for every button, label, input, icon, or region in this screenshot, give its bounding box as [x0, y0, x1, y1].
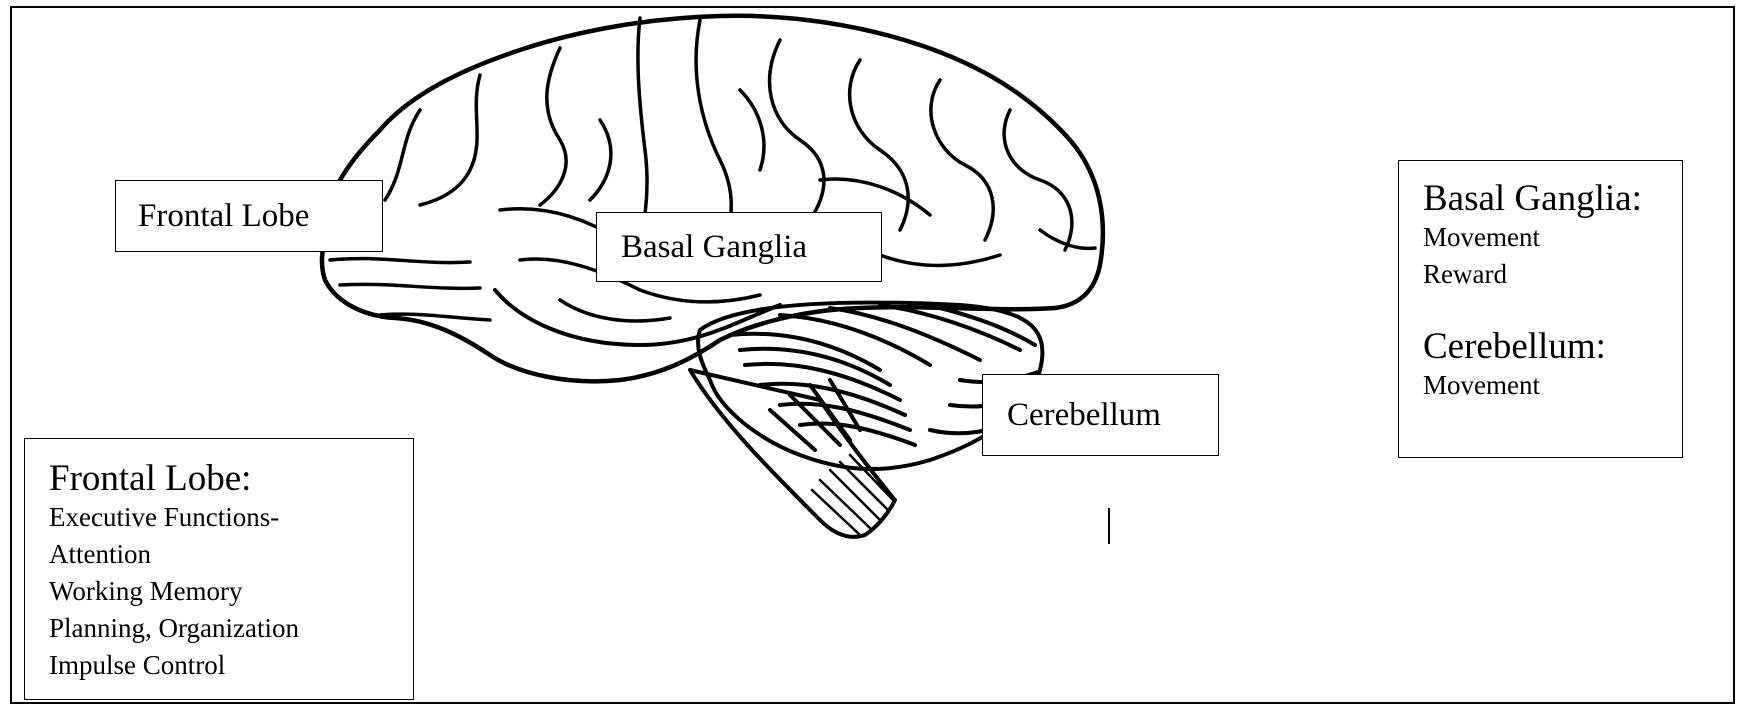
basal-ganglia-info-title: Basal Ganglia:: [1423, 179, 1682, 219]
basal-ganglia-label: Basal Ganglia: [596, 212, 882, 282]
cerebellum-label: Cerebellum: [982, 374, 1219, 456]
frontal-lobe-function: Working Memory: [49, 573, 413, 610]
marker-tick: [1108, 508, 1110, 544]
functions-info-box: Basal Ganglia: Movement Reward Cerebellu…: [1398, 160, 1683, 458]
basal-ganglia-function: Reward: [1423, 256, 1682, 293]
cerebellum-info-title: Cerebellum:: [1423, 327, 1682, 367]
frontal-lobe-function: Impulse Control: [49, 647, 413, 684]
frontal-lobe-info-title: Frontal Lobe:: [49, 459, 413, 499]
frontal-lobe-info-box: Frontal Lobe: Executive Functions- Atten…: [24, 438, 414, 700]
cerebellum-function: Movement: [1423, 367, 1682, 404]
frontal-lobe-function: Attention: [49, 536, 413, 573]
frontal-lobe-function: Planning, Organization: [49, 610, 413, 647]
basal-ganglia-function: Movement: [1423, 219, 1682, 256]
cerebellum-label-text: Cerebellum: [1007, 397, 1161, 434]
frontal-lobe-label: Frontal Lobe: [115, 180, 383, 252]
frontal-lobe-function: Executive Functions-: [49, 499, 413, 536]
frontal-lobe-label-text: Frontal Lobe: [138, 198, 309, 235]
basal-ganglia-label-text: Basal Ganglia: [621, 229, 807, 266]
